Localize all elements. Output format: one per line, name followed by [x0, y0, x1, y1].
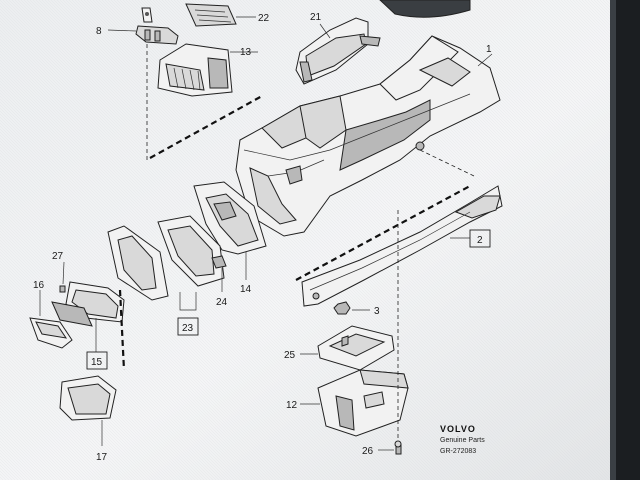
callout-3: 3	[374, 306, 380, 317]
callout-25: 25	[284, 350, 296, 361]
part-22-vent-grille	[185, 3, 237, 27]
part-12-storage-bin	[317, 369, 409, 437]
callout-box-23	[177, 317, 199, 336]
part-25-storage-tray	[317, 325, 395, 371]
part-26-screw	[394, 440, 402, 455]
callout-15: 15	[91, 357, 103, 368]
brand-block: VOLVO Genuine Parts GR-272083	[440, 424, 485, 455]
callout-box-2	[469, 229, 491, 248]
monitor-bezel	[615, 0, 640, 480]
part-1-center-console	[235, 35, 501, 237]
callout-14: 14	[240, 284, 252, 295]
callout-box-15	[86, 351, 108, 370]
callout-27: 27	[52, 251, 64, 262]
callout-17: 17	[96, 452, 108, 463]
part-23-outer-trim-frame	[157, 215, 225, 287]
callout-21: 21	[310, 12, 322, 23]
callout-24: 24	[216, 297, 228, 308]
brand-name: VOLVO	[440, 424, 476, 434]
callout-8: 8	[96, 26, 102, 37]
callout-labels: 1 2 3 8 12 13 14 15 16 17 21 22 23 24 25…	[33, 12, 492, 463]
callout-23: 23	[182, 323, 194, 334]
part-3-fastener	[333, 301, 351, 315]
part-8-clip	[135, 7, 179, 45]
part-27-small-clip	[59, 285, 66, 293]
callout-16: 16	[33, 280, 45, 291]
brand-subtitle: Genuine Parts	[440, 437, 485, 444]
callout-13: 13	[240, 47, 252, 58]
part-16-ashtray-lid	[29, 317, 73, 349]
part-14-trim-frame	[193, 181, 267, 255]
part-13-storage-insert	[157, 43, 233, 97]
part-24-clip-tab	[211, 255, 227, 269]
part-bezel-surround	[107, 225, 169, 301]
callout-12: 12	[286, 400, 298, 411]
part-17-insert-tray	[59, 375, 117, 421]
callout-22: 22	[258, 13, 270, 24]
part-21-armrest-lid	[295, 17, 381, 85]
callout-2: 2	[477, 235, 483, 246]
part-2-side-trim-panel	[301, 185, 503, 307]
callout-1: 1	[486, 44, 492, 55]
drawing-code: GR-272083	[440, 448, 476, 455]
callout-26: 26	[362, 446, 374, 457]
